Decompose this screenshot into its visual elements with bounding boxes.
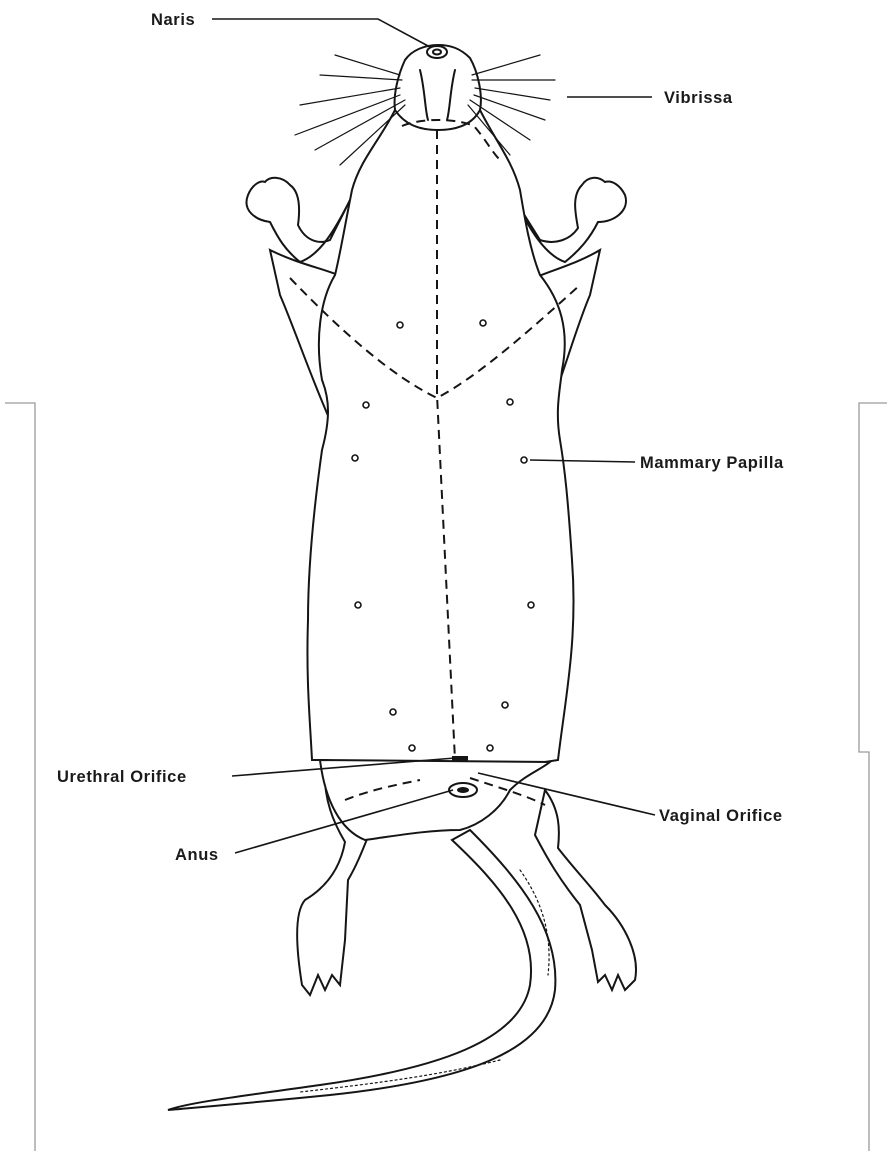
tail <box>168 830 555 1110</box>
pelvic-region <box>320 760 550 840</box>
label-naris: Naris <box>151 11 195 29</box>
label-vibrissa: Vibrissa <box>664 89 733 107</box>
label-urethral-orifice: Urethral Orifice <box>57 768 187 786</box>
label-vaginal-orifice: Vaginal Orifice <box>659 807 783 825</box>
label-mammary-papilla: Mammary Papilla <box>640 454 784 472</box>
label-anus: Anus <box>175 846 219 864</box>
body-outline <box>307 83 573 763</box>
